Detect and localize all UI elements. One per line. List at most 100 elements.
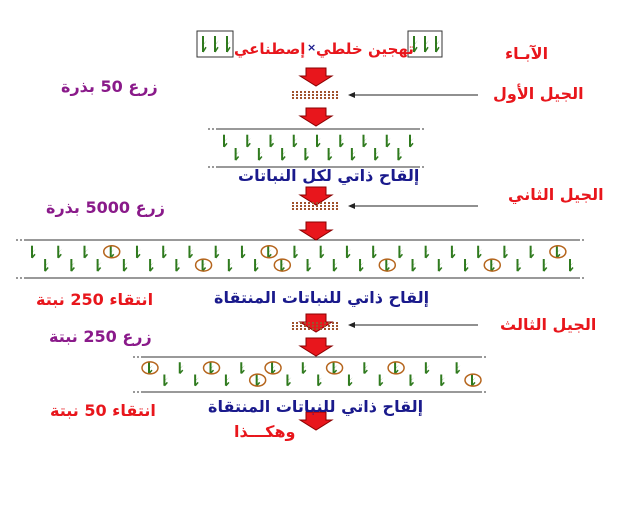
seed-pile-gen1 [292, 91, 338, 99]
plant-icon [209, 362, 215, 374]
plant-icon [135, 245, 141, 259]
plant-icon [378, 374, 384, 387]
plant-icon [267, 245, 273, 259]
plant-icon [257, 148, 263, 161]
plant-icon [163, 374, 169, 387]
seed-pile-gen2 [292, 202, 338, 210]
plant-icon [332, 362, 338, 374]
pointer-gen2 [348, 203, 478, 209]
plant-icon [555, 245, 561, 259]
plant-icon [440, 374, 446, 387]
plant-icon [214, 36, 219, 53]
plant-icon [254, 259, 260, 272]
plant-icon [306, 259, 312, 272]
plant-icon [194, 374, 200, 387]
plant-icon [292, 134, 298, 148]
plant-icon [409, 134, 414, 148]
selected-plant-marker [260, 245, 278, 259]
plant-icon [363, 362, 369, 374]
label-sow5000: زرع 5000 بذرة [46, 198, 165, 217]
pointer-lines [348, 92, 478, 328]
down-arrow-icon [298, 411, 334, 431]
plant-icon [223, 134, 228, 148]
plant-icon [350, 148, 356, 161]
plant-icon [234, 148, 240, 161]
plant-icon [327, 148, 333, 161]
plant-icon [317, 374, 323, 387]
plant-icon [240, 362, 246, 374]
plant-icon [227, 259, 233, 272]
selected-plant-marker [264, 361, 282, 375]
plant-icon [385, 134, 391, 148]
plant-icon [224, 374, 230, 387]
plant-icon [255, 374, 261, 387]
plant-icon [149, 259, 155, 272]
plant-icon [286, 374, 292, 387]
selected-plant-marker [194, 258, 213, 272]
down-arrow-icon [298, 221, 334, 241]
plant-icon [424, 245, 430, 259]
plant-icon [162, 245, 168, 259]
plant-icon [31, 245, 36, 259]
plant-icon [339, 134, 345, 148]
plant-icon [362, 134, 368, 148]
cross-text: تهجين خلطي [316, 40, 414, 58]
plant-icon [529, 245, 535, 259]
plant-row-gen3 [133, 356, 488, 393]
plant-icon [516, 259, 522, 272]
plant-icon [464, 259, 470, 272]
plant-icon [57, 245, 63, 259]
plant-icon [240, 245, 246, 259]
plant-icon [70, 259, 76, 272]
seed-piles [292, 91, 338, 330]
label-sow50: زرع 50 بذرة [61, 77, 158, 96]
flow-arrows [298, 67, 334, 431]
caption-self-all: إلقاح ذاتي لكل النباتات [238, 166, 420, 185]
plant-icon [83, 245, 89, 259]
plant-icon [437, 259, 443, 272]
plant-icon [345, 245, 351, 259]
label-gen2: الجيل الثاني [508, 185, 604, 204]
plant-icon [413, 36, 418, 53]
selected-plant-marker [483, 258, 502, 272]
label-gen3: الجيل الثالث [500, 315, 597, 334]
plant-icon [246, 134, 252, 148]
artificial-text: إصطناعي [234, 40, 306, 58]
plant-row-gen1 [208, 128, 426, 168]
selected-plant-marker [248, 373, 267, 387]
plant-icon [304, 148, 310, 161]
label-sow250: زرع 250 نبتة [49, 327, 152, 346]
parent-boxes [196, 30, 443, 58]
plant-icon [202, 36, 207, 53]
selected-plant-marker [141, 361, 159, 375]
plant-icon [569, 259, 574, 272]
plant-row-gen2 [16, 239, 586, 279]
plant-icon [347, 374, 353, 387]
seed-pile-gen3 [292, 322, 338, 330]
selected-plant-marker [387, 361, 405, 375]
plant-icon [435, 36, 440, 53]
pointer-gen1 [348, 92, 478, 98]
plant-icon [455, 362, 461, 374]
plant-icon [280, 259, 286, 272]
plant-icon [359, 259, 365, 272]
label-parents: الآبـاء [505, 44, 549, 63]
plant-icon [409, 374, 415, 387]
plant-icon [471, 374, 476, 387]
selected-plant-marker [102, 245, 121, 259]
plant-icon [542, 259, 548, 272]
cross-symbol: × [307, 41, 317, 54]
plant-icon [293, 245, 299, 259]
plant-icon [372, 245, 378, 259]
down-arrow-icon [298, 186, 334, 206]
plant-icon [319, 245, 325, 259]
caption-self-selected-1: إلقاح ذاتي للنباتات المنتقاة [214, 288, 430, 307]
plant-icon [332, 259, 338, 272]
plant-icon [301, 362, 307, 374]
plant-icon [226, 36, 231, 53]
selected-plant-marker [273, 258, 292, 272]
plant-icon [201, 259, 207, 272]
plant-icon [188, 245, 194, 259]
plant-icon [175, 259, 181, 272]
plant-icon [281, 148, 287, 161]
